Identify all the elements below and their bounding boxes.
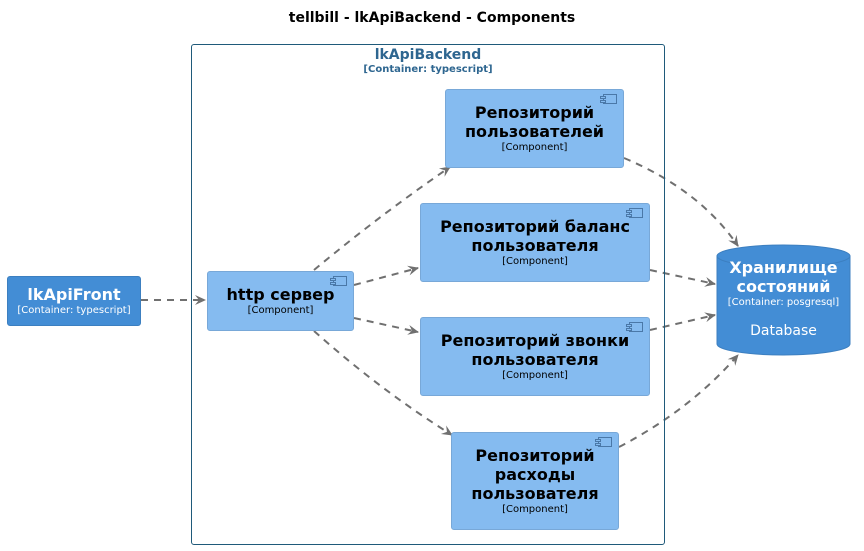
- component-icon: [330, 276, 347, 286]
- node-type: [Container: posgresql]: [727, 297, 840, 308]
- node-name-line2: пользователя: [471, 350, 599, 369]
- node-type: [Component]: [502, 370, 568, 381]
- node-name: http сервер: [226, 285, 335, 304]
- node-type: [Container: typescript]: [17, 305, 131, 316]
- node-expenses-repository[interactable]: Репозиторий расходы пользователя [Compon…: [451, 432, 619, 530]
- edge-calls-repo-to-storage: [649, 312, 716, 331]
- component-icon: [600, 94, 617, 104]
- node-state-storage[interactable]: Хранилище состояний [Container: posgresq…: [717, 258, 850, 339]
- edge-http-to-balance-repo: [353, 265, 419, 286]
- node-name-line2: пользователя: [471, 236, 599, 255]
- node-name-line1: Репозиторий: [475, 446, 595, 465]
- node-calls-repository[interactable]: Репозиторий звонки пользователя [Compone…: [420, 317, 650, 396]
- node-name-line2: пользователей: [465, 122, 604, 141]
- component-icon: [626, 322, 643, 332]
- node-users-repository[interactable]: Репозиторий пользователей [Component]: [445, 89, 624, 168]
- node-http-server[interactable]: http сервер [Component]: [207, 271, 354, 331]
- edge-users-repo-to-storage: [623, 157, 739, 247]
- node-balance-repository[interactable]: Репозиторий баланс пользователя [Compone…: [420, 203, 650, 282]
- edge-balance-repo-to-storage: [649, 269, 716, 287]
- node-name-line2: состояний: [736, 277, 831, 296]
- edge-http-to-calls-repo: [353, 317, 419, 335]
- component-icon: [626, 208, 643, 218]
- boundary-type: [Container: typescript]: [363, 64, 493, 75]
- node-type: [Component]: [247, 305, 314, 316]
- node-name-line3: пользователя: [471, 484, 599, 503]
- node-type: [Component]: [501, 142, 568, 153]
- boundary-title: lkApiBackend: [374, 47, 482, 63]
- diagram-title: tellbill - lkApiBackend - Components: [288, 10, 576, 26]
- node-name-line2: расходы: [494, 465, 576, 484]
- node-name-line1: Хранилище: [729, 258, 838, 277]
- node-type: [Component]: [502, 256, 568, 267]
- node-name-line1: Репозиторий звонки: [440, 331, 630, 350]
- node-name-line1: Репозиторий баланс: [440, 217, 630, 236]
- edge-expenses-repo-to-storage: [618, 354, 739, 448]
- node-lkapifront[interactable]: lkApiFront [Container: typescript]: [7, 276, 141, 326]
- node-technology: Database: [750, 323, 817, 339]
- container-boundary-lkapibackend: lkApiBackend [Container: typescript]: [191, 44, 665, 545]
- node-name-line1: Репозиторий: [474, 103, 595, 122]
- component-icon: [595, 437, 612, 447]
- node-name: lkApiFront: [27, 285, 121, 304]
- database-cylinder: [716, 244, 851, 356]
- node-type: [Component]: [502, 504, 568, 515]
